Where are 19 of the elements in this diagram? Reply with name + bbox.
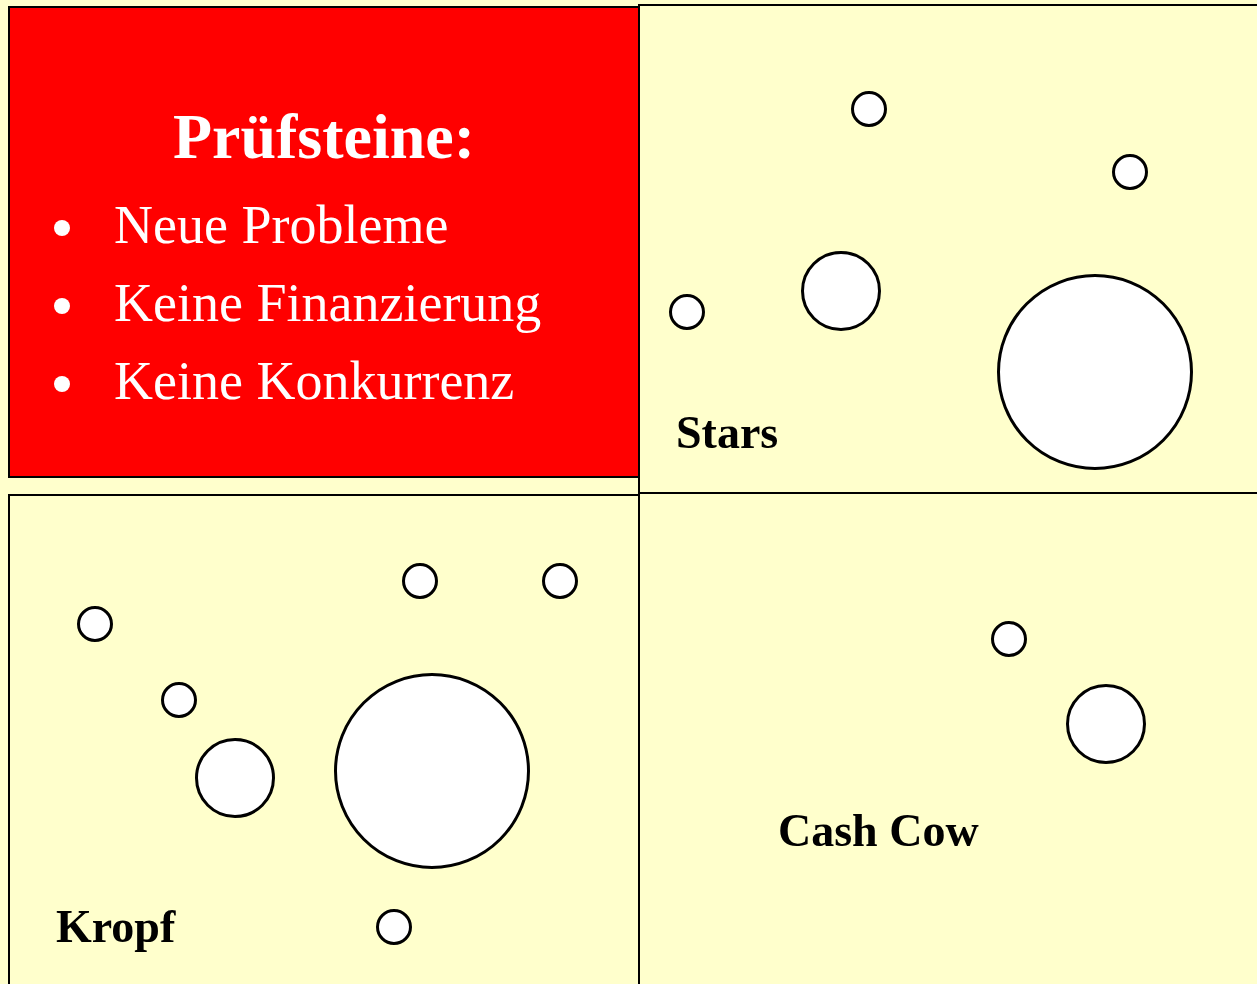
bubble: [542, 563, 578, 599]
bubble: [851, 91, 887, 127]
quadrant-label: Cash Cow: [778, 804, 979, 857]
quadrant-panel: [638, 4, 1257, 494]
bullet-item: Keine Konkurrenz: [114, 350, 515, 412]
bubble: [991, 621, 1027, 657]
bullet-item: Keine Finanzierung: [114, 272, 542, 334]
bullet-item: Neue Probleme: [114, 194, 449, 256]
bubble: [161, 682, 197, 718]
bubble: [669, 294, 705, 330]
bubble: [376, 909, 412, 945]
list-heading: Prüfsteine:: [171, 100, 477, 174]
quadrant-panel: [8, 494, 640, 984]
bubble: [77, 606, 113, 642]
bubble: [1112, 154, 1148, 190]
quadrant-label: Stars: [676, 406, 779, 459]
bubble: [402, 563, 438, 599]
quadrant-panel: [8, 6, 640, 478]
quadrant-label: Kropf: [56, 900, 176, 953]
